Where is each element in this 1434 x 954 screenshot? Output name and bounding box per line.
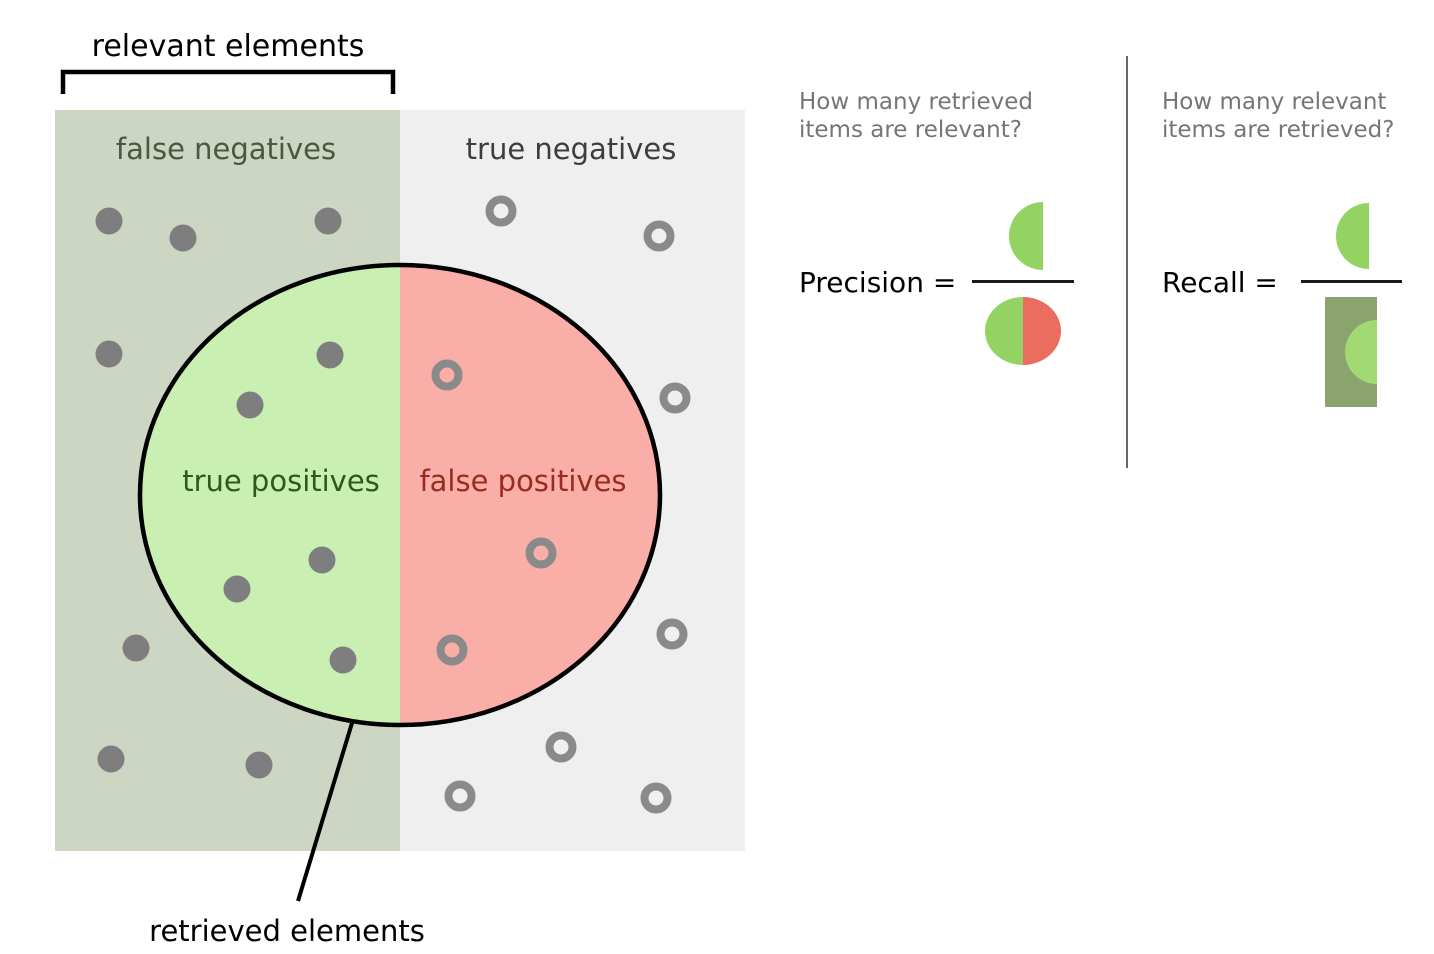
set-diagram: relevant elements false negatives true n…: [55, 29, 745, 948]
relevant-items-dots: [95, 207, 357, 779]
true-positives-half: [140, 265, 400, 725]
irrelevant-item-ring: [640, 782, 672, 814]
irrelevant-item-ring: [444, 780, 476, 812]
precision-denominator-circle: [985, 297, 1061, 365]
irrelevant-item-ring: [436, 634, 468, 666]
precision-question-line1: How many retrieved: [799, 89, 1033, 115]
recall-denominator-half-disc: [1345, 320, 1377, 384]
true-positives-label: true positives: [182, 464, 380, 498]
irrelevant-items-dots: [431, 195, 691, 814]
relevant-item-dot: [122, 634, 150, 662]
relevant-item-dot: [236, 391, 264, 419]
irrelevant-item-ring: [485, 195, 517, 227]
irrelevant-item-ring: [545, 731, 577, 763]
precision-question-line2: items are relevant?: [799, 117, 1022, 143]
relevant-item-dot: [314, 207, 342, 235]
precision-label: Precision =: [799, 266, 957, 299]
irrelevant-item-ring: [431, 359, 463, 391]
recall-question-line2: items are retrieved?: [1162, 117, 1395, 143]
recall-numerator-half-disc: [1336, 203, 1369, 269]
irrelevant-item-ring: [656, 618, 688, 650]
irrelevant-item-ring: [643, 220, 675, 252]
relevant-item-dot: [97, 745, 125, 773]
recall-fraction-bar: [1301, 280, 1402, 283]
precision-fraction-bar: [972, 280, 1074, 283]
relevant-item-dot: [169, 224, 197, 252]
recall-question-line1: How many relevant: [1162, 89, 1387, 115]
retrieved-circle-outline: [137, 262, 663, 728]
relevant-item-dot: [223, 575, 251, 603]
relevant-item-dot: [95, 207, 123, 235]
recall-label: Recall =: [1162, 266, 1278, 299]
recall-question: How many relevant items are retrieved?: [1162, 88, 1394, 144]
relevant-item-dot: [245, 751, 273, 779]
recall-denominator-rect: [1325, 297, 1377, 407]
section-divider: [1126, 56, 1128, 468]
retrieved-elements-pointer: [296, 722, 354, 902]
relevant-item-dot: [329, 646, 357, 674]
irrelevant-item-ring: [525, 537, 557, 569]
precision-numerator-half-disc: [1009, 202, 1043, 270]
false-positives-half: [400, 265, 660, 725]
retrieved-elements-label: retrieved elements: [149, 914, 425, 948]
true-negatives-label: true negatives: [466, 132, 677, 166]
irrelevant-item-ring: [659, 382, 691, 414]
relevant-elements-label: relevant elements: [92, 29, 365, 64]
relevant-item-dot: [316, 341, 344, 369]
relevant-elements-bracket: [60, 69, 396, 94]
false-negatives-label: false negatives: [116, 132, 336, 166]
precision-question: How many retrieved items are relevant?: [799, 88, 1033, 144]
relevant-item-dot: [95, 340, 123, 368]
relevant-item-dot: [308, 546, 336, 574]
false-positives-label: false positives: [419, 464, 626, 498]
